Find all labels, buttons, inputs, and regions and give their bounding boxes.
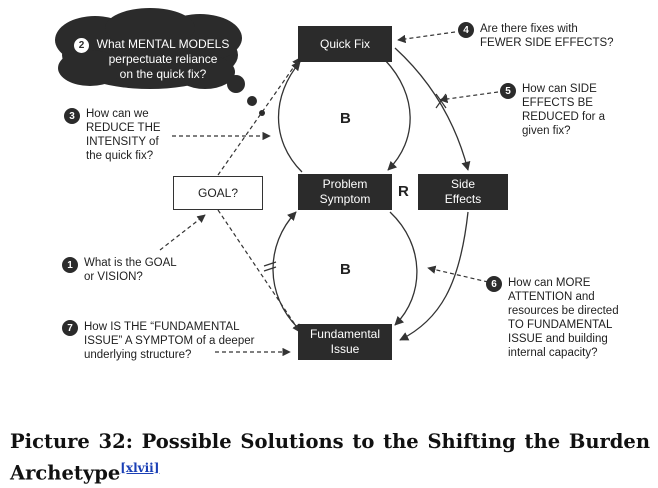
node-side-effects: Side Effects bbox=[418, 174, 508, 210]
arrow-q1 bbox=[159, 214, 206, 251]
question-3-text: How can we REDUCE THE INTENSITY of the q… bbox=[86, 108, 161, 162]
question-1-text: What is the GOAL or VISION? bbox=[84, 257, 177, 283]
reduce-cross-2 bbox=[435, 93, 447, 109]
thought-cloud bbox=[55, 8, 265, 116]
arrow-sideeffects-to-fundamental bbox=[399, 211, 469, 341]
arrow-goal-to-fundamental bbox=[217, 209, 301, 333]
arrow-quickfix-to-sideeffects bbox=[394, 47, 471, 171]
node-problem-symptom: Problem Symptom bbox=[298, 174, 392, 210]
figure-caption: Picture 32: Possible Solutions to the Sh… bbox=[10, 428, 650, 487]
loop-label-top-b: B bbox=[340, 110, 351, 127]
arrow-q5 bbox=[439, 91, 499, 104]
question-6-number: 6 bbox=[486, 276, 502, 292]
arrow-goal-to-quickfix bbox=[217, 57, 301, 176]
question-4-number: 4 bbox=[458, 22, 474, 38]
question-6-text: How can MORE ATTENTION and resources be … bbox=[508, 277, 619, 359]
arrow-quickfix-to-symptom bbox=[384, 59, 411, 171]
node-quick-fix: Quick Fix bbox=[298, 26, 392, 62]
question-7-number: 7 bbox=[62, 320, 78, 336]
question-7-text: How IS THE “FUNDAMENTAL ISSUE” A SYMPTOM… bbox=[84, 321, 255, 361]
delay-mark-bottom-1 bbox=[263, 261, 277, 267]
question-4-text: Are there fixes with FEWER SIDE EFFECTS? bbox=[480, 23, 614, 49]
diagram-connectors bbox=[55, 8, 499, 357]
loop-label-r: R bbox=[398, 183, 409, 200]
arrow-symptom-to-quickfix bbox=[277, 61, 303, 173]
delay-mark-bottom-2 bbox=[263, 266, 277, 272]
node-goal: GOAL? bbox=[173, 176, 263, 210]
node-fundamental-issue: Fundamental Issue bbox=[298, 324, 392, 360]
arrow-fundamental-to-symptom bbox=[272, 211, 299, 329]
question-5-number: 5 bbox=[500, 83, 516, 99]
question-1-number: 1 bbox=[62, 257, 78, 273]
arrow-q6 bbox=[427, 265, 489, 283]
shifting-burden-diagram: 2 What MENTAL MODELS perpectuate relianc… bbox=[55, 8, 619, 361]
caption-text: Picture 32: Possible Solutions to the Sh… bbox=[10, 430, 650, 485]
caption-reference-link[interactable]: [xlvii] bbox=[120, 461, 160, 475]
question-2-number: 2 bbox=[74, 38, 89, 53]
question-5-text: How can SIDE EFFECTS BE REDUCED for a gi… bbox=[522, 83, 606, 137]
arrow-q4 bbox=[397, 31, 456, 44]
arrow-symptom-to-fundamental bbox=[389, 211, 418, 326]
question-2-text: What MENTAL MODELS perpectuate reliance … bbox=[96, 37, 230, 81]
question-3-number: 3 bbox=[64, 108, 80, 124]
loop-label-bottom-b: B bbox=[340, 261, 351, 278]
